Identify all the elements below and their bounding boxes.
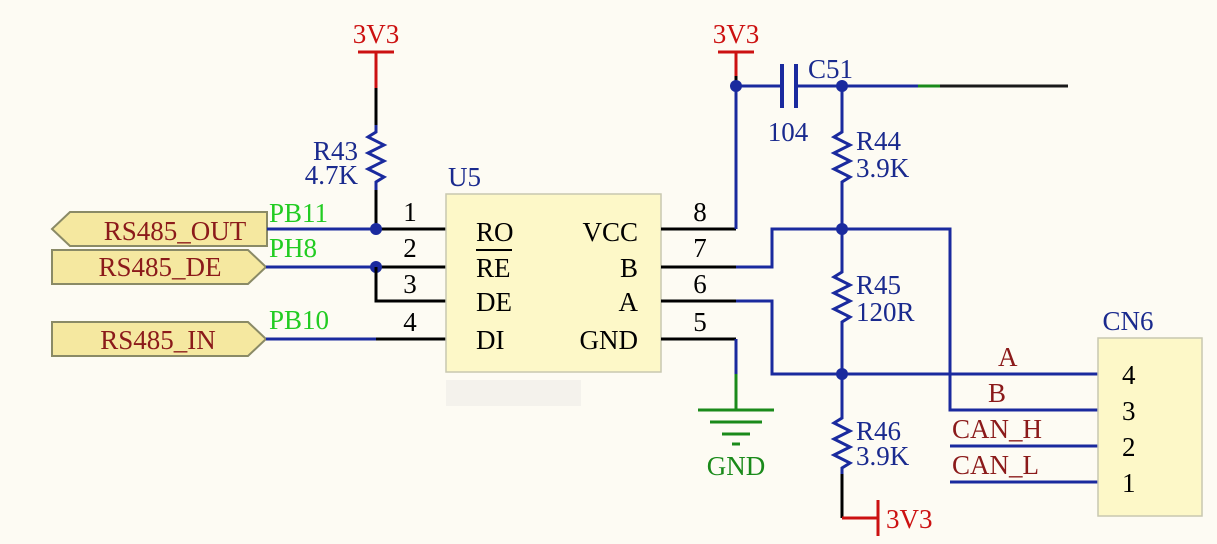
r44-value: 3.9K [856,153,910,183]
chip-shadow [446,380,581,406]
net-label-pb10: PB10 [269,305,329,335]
cn6-pin-2: 2 [1122,432,1136,462]
power-label-u5: 3V3 [713,19,760,49]
r46-designator: R46 [856,416,901,446]
cn6-net-b: B [988,378,1006,408]
resistor-r45 [830,266,854,328]
r43-value: 4.7K [305,160,359,190]
ground-label: GND [707,451,766,481]
junction-r43 [370,223,382,235]
power-3v3-r46: 3V3 [842,500,933,536]
port-rs485-in-label: RS485_IN [100,325,216,355]
power-3v3-r43: 3V3 [353,19,400,88]
wire-pin3 [374,267,446,303]
port-rs485-in: RS485_IN [51,321,268,357]
r44-designator: R44 [856,126,902,156]
u5-pin-6-num: 6 [693,269,707,299]
u5-pin-3-num: 3 [403,269,417,299]
u5-pin-di: DI [476,325,505,355]
c51-value: 104 [768,117,809,147]
u5-pin-8-num: 8 [693,197,707,227]
r45-designator: R45 [856,270,901,300]
u5-pin-ro: RO [476,217,514,247]
u5-pin-5-num: 5 [693,307,707,337]
cn6-pin-4: 4 [1122,360,1136,390]
resistor-r43 [364,125,388,190]
u5-pin-gnd: GND [580,325,639,355]
port-rs485-out-label: RS485_OUT [104,216,247,246]
u5-pin-b: B [620,253,638,283]
ground-symbol [698,408,774,446]
u5-designator: U5 [448,162,481,192]
chip-u5: U5 RO RE DE DI VCC B A GND [445,162,662,373]
cn6-net-a: A [998,342,1018,372]
r45-value: 120R [856,297,915,327]
port-rs485-de: RS485_DE [51,249,268,285]
wire-net-b [736,227,1098,412]
cn6-pin-3: 3 [1122,396,1136,426]
net-label-pb11: PB11 [269,198,328,228]
u5-pin-de: DE [476,287,512,317]
u5-pin-1-num: 1 [403,197,417,227]
port-rs485-de-label: RS485_DE [98,252,221,282]
u5-pin-vcc: VCC [582,217,638,247]
wire-net-a [736,299,1098,376]
power-label-r43: 3V3 [353,19,400,49]
u5-pin-a: A [619,287,639,317]
cn6-net-can-h: CAN_H [952,414,1042,444]
u5-pin-2-num: 2 [403,233,417,263]
power-3v3-u5: 3V3 [713,19,760,76]
r46-value: 3.9K [856,441,910,471]
u5-pin-7-num: 7 [693,233,707,263]
u5-pin-re: RE [476,253,511,283]
cn6-designator: CN6 [1102,306,1153,336]
cn6-net-can-l: CAN_L [952,450,1039,480]
cn6-pin-1: 1 [1122,468,1136,498]
u5-pin-4-num: 4 [403,307,417,337]
port-rs485-out: RS485_OUT [50,211,268,247]
net-label-ph8: PH8 [269,233,317,263]
resistor-r44 [830,126,854,188]
c51-designator: C51 [808,54,853,84]
resistor-r46 [830,412,854,474]
power-label-r46: 3V3 [886,504,933,534]
connector-cn6: CN6 4 3 2 1 [1097,306,1203,517]
r43-designator: R43 [313,136,358,166]
